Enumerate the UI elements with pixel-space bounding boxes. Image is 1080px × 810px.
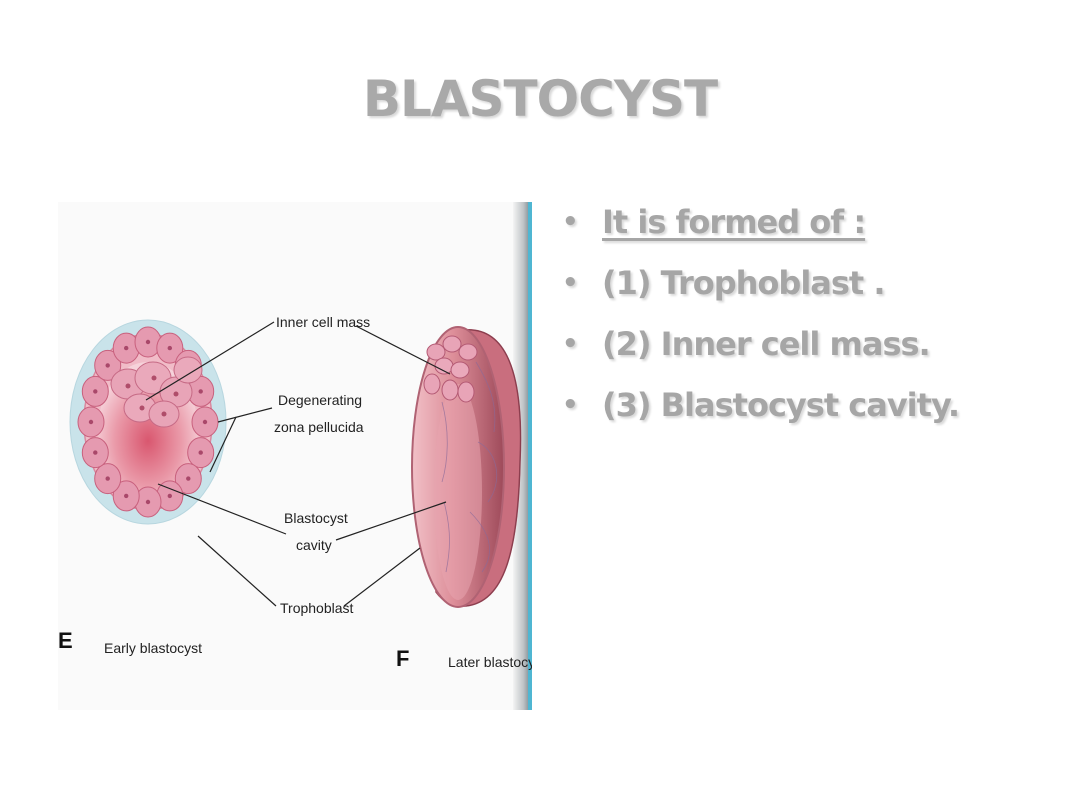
later-inner-cell-mass	[423, 335, 478, 403]
cell-nucleus	[186, 476, 191, 481]
cell-nucleus	[124, 345, 129, 351]
label-degenerating: Degenerating	[278, 392, 362, 408]
slide-title: BLASTOCYST	[362, 70, 718, 128]
bullet-item-trophoblast: • (1) Trophoblast .	[560, 257, 959, 318]
label-zona-pellucida: zona pellucida	[274, 419, 364, 435]
blastocyst-diagram: Inner cell mass Degenerating zona pelluc…	[58, 202, 532, 710]
cell-nucleus	[167, 345, 172, 351]
cell-nucleus	[167, 493, 172, 499]
blastocyst-figure: Inner cell mass Degenerating zona pelluc…	[58, 202, 532, 710]
bullet-item-inner-cell-mass: • (2) Inner cell mass.	[560, 318, 959, 379]
bullet-text: (2) Inner cell mass.	[602, 325, 931, 363]
cell-nucleus	[202, 419, 208, 425]
cell-nucleus	[93, 450, 98, 455]
bullet-dot: •	[562, 268, 579, 298]
cell-nucleus	[124, 493, 129, 499]
leader-lines	[145, 321, 451, 607]
panel-letter-e: E	[58, 628, 73, 653]
bullet-text: (1) Trophoblast .	[602, 264, 886, 302]
cell-nucleus	[145, 339, 151, 345]
cell-nucleus	[198, 389, 203, 394]
label-trophoblast: Trophoblast	[280, 600, 354, 616]
cell-nucleus	[93, 389, 98, 394]
page-edge-strip	[513, 202, 532, 710]
caption-later-blastocyst: Later blastocyst	[448, 654, 532, 670]
label-cavity: cavity	[296, 537, 332, 553]
panel-letter-f: F	[396, 646, 409, 671]
bullet-text: (3) Blastocyst cavity.	[602, 386, 960, 424]
bullet-dot: •	[562, 329, 579, 359]
caption-early-blastocyst: Early blastocyst	[104, 640, 202, 656]
bullet-dot: •	[562, 390, 579, 420]
bullet-item-blastocyst-cavity: • (3) Blastocyst cavity.	[560, 379, 960, 440]
label-inner-cell-mass: Inner cell mass	[276, 314, 370, 330]
bullet-list: • It is formed of : • (1) Trophoblast . …	[560, 196, 960, 440]
cell-nucleus	[105, 363, 110, 368]
bullet-item-formed-of: • It is formed of :	[560, 196, 959, 257]
cell-nucleus	[145, 499, 151, 505]
cell-nucleus	[88, 419, 94, 425]
early-blastocyst	[69, 319, 227, 525]
label-blastocyst: Blastocyst	[284, 510, 348, 526]
later-blastocyst	[411, 326, 522, 608]
cell-nucleus	[198, 450, 203, 455]
cell-nucleus	[105, 476, 110, 481]
trophoblast-cells	[77, 326, 219, 518]
bullet-text: It is formed of :	[602, 203, 866, 241]
bullet-dot: •	[562, 207, 579, 237]
